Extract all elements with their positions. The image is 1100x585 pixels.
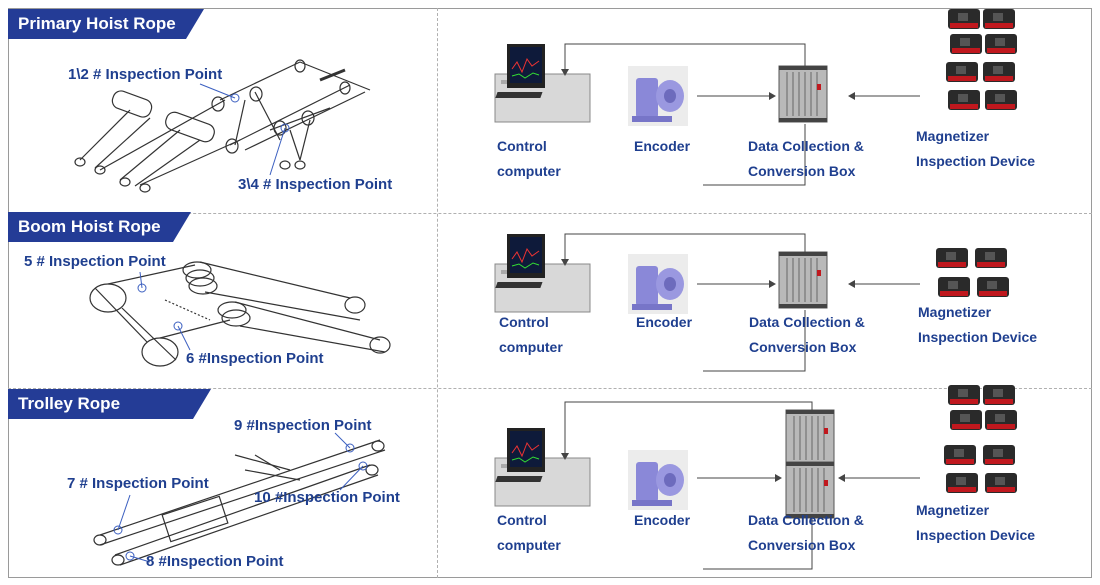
row-divider-2 (8, 388, 1092, 389)
inspection-point-6: 6 #Inspection Point (186, 350, 324, 367)
trolley-sketch (93, 439, 386, 566)
primary-hoist-sketch (74, 59, 371, 193)
inspection-point-5: 5 # Inspection Point (24, 253, 166, 270)
inspection-point-1-2: 1\2 # Inspection Point (68, 66, 223, 83)
inspection-point-10: 10 #Inspection Point (254, 489, 400, 506)
section-tab-boom-hoist: Boom Hoist Rope (8, 212, 191, 242)
section-tab-primary-hoist: Primary Hoist Rope (8, 9, 204, 39)
inspection-point-7: 7 # Inspection Point (67, 475, 209, 492)
encoder-label: Encoder (634, 138, 691, 154)
inspection-point-3-4: 3\4 # Inspection Point (238, 176, 393, 193)
row-divider-1 (8, 213, 1092, 214)
row2-devices (494, 233, 1009, 372)
row1-devices (494, 9, 1017, 186)
data-collection-box-label: Data Collection &Conversion Box (749, 314, 865, 355)
encoder-label: Encoder (636, 314, 693, 330)
encoder-label: Encoder (634, 512, 691, 528)
row3-devices (494, 385, 1017, 570)
column-divider (437, 8, 438, 578)
inspection-point-9: 9 #Inspection Point (234, 417, 372, 434)
boom-hoist-sketch (89, 261, 391, 367)
data-collection-box-label: Data Collection &Conversion Box (748, 138, 864, 179)
inspection-point-8: 8 #Inspection Point (146, 553, 284, 570)
section-tab-trolley: Trolley Rope (8, 389, 211, 419)
diagram-frame (8, 8, 1092, 578)
data-collection-box-label: Data Collection &Conversion Box (748, 512, 864, 553)
